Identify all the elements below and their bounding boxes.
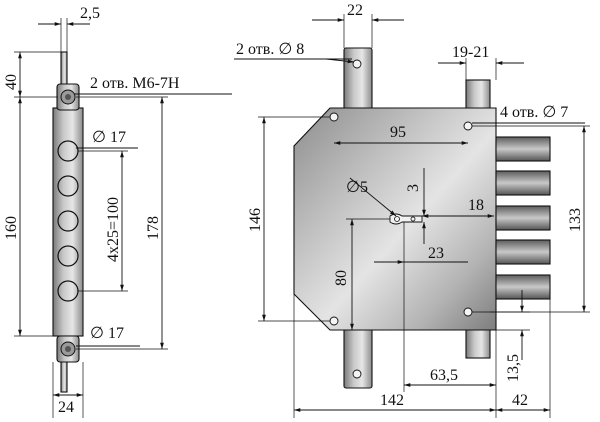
front-top-tab <box>343 47 373 111</box>
label-holes-m6: 2 отв. М6-7Н <box>90 75 180 92</box>
front-bolt <box>495 274 551 300</box>
dim-height-146: 146 <box>247 208 264 232</box>
dim-top-offset: 40 <box>3 74 20 90</box>
dim-key-offset-3: 3 <box>405 184 422 192</box>
front-bolt <box>495 170 551 196</box>
dim-key-offset-18: 18 <box>468 197 484 214</box>
side-view: 2,5 40 160 178 4х25=100 2 отв. М6-7Н ∅ 1… <box>3 5 232 418</box>
label-keyhole-dia: ∅5 <box>346 179 368 196</box>
side-bolt-hole <box>57 245 79 267</box>
dim-tab-width: 22 <box>347 2 363 19</box>
front-top-bolt <box>465 79 491 111</box>
front-bolt <box>495 205 551 231</box>
dim-pitch: 4х25=100 <box>105 197 122 262</box>
dim-backset: 63,5 <box>430 367 458 384</box>
dim-width-142: 142 <box>380 392 404 409</box>
side-bolt-hole <box>57 210 79 232</box>
mount-hole-bottom-right <box>463 307 473 317</box>
dim-hole-span-95: 95 <box>390 124 406 141</box>
front-bottom-tab <box>343 325 373 389</box>
front-bolts <box>495 136 551 300</box>
front-bottom-bolt <box>465 325 491 359</box>
front-bolt <box>495 239 551 265</box>
dim-height-80: 80 <box>333 270 350 286</box>
label-holes-d7: 4 отв. ∅ 7 <box>500 104 568 121</box>
dim-height-133: 133 <box>567 208 584 232</box>
label-holes-d8: 2 отв. ∅ 8 <box>236 41 304 58</box>
mount-hole-top-left <box>329 112 339 122</box>
mount-hole-top-right <box>463 121 473 131</box>
dim-height-178: 178 <box>145 216 162 240</box>
dim-key-offset-23: 23 <box>428 245 444 262</box>
side-bolt-hole <box>57 175 79 197</box>
front-view: 22 2 отв. ∅ 8 19-21 4 отв. ∅ 7 95 146 ∅5… <box>234 2 590 418</box>
keyhole <box>389 213 423 225</box>
mount-hole-bottom-left <box>329 316 339 326</box>
label-hole-dia-top: ∅ 17 <box>92 129 126 146</box>
front-bolt <box>495 136 551 162</box>
dim-bolt-throw: 42 <box>512 392 528 409</box>
dim-plate-thickness: 2,5 <box>80 5 100 22</box>
dim-body-width: 24 <box>58 399 74 416</box>
dim-height-160: 160 <box>3 216 20 240</box>
side-bolt-holes <box>57 140 79 302</box>
dim-bolt-offset: 13,5 <box>505 354 522 382</box>
label-hole-dia-bottom: ∅ 17 <box>90 325 124 342</box>
dim-bolt-span: 19-21 <box>452 44 489 61</box>
